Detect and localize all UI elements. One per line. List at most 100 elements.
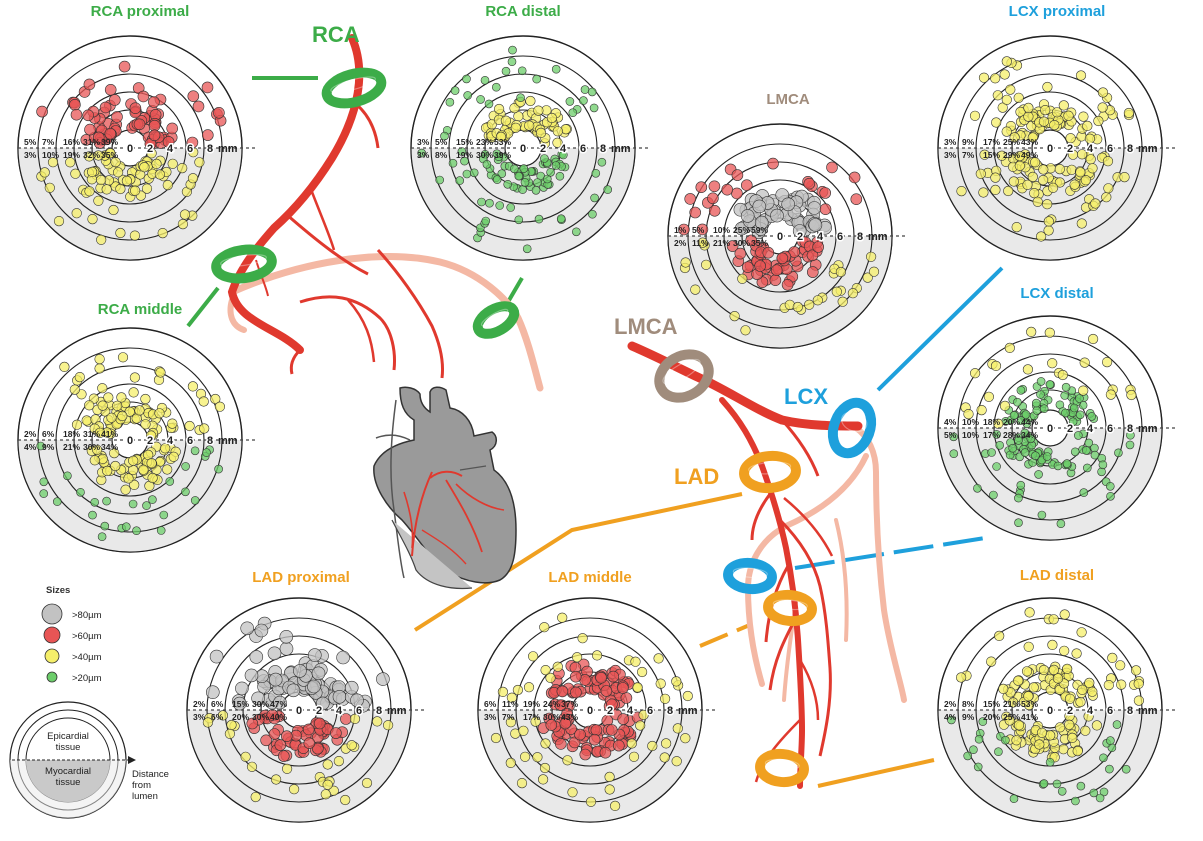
dot-yellow: [955, 672, 967, 683]
pct-bottom: 20%: [983, 712, 1000, 722]
dot-yellow: [659, 693, 671, 704]
vessel-ring-marker: [472, 301, 520, 339]
dot-yellow: [44, 182, 55, 193]
dot-yellow: [102, 465, 113, 477]
dot-yellow: [1026, 326, 1037, 338]
dot-yellow: [983, 391, 995, 402]
dot-red: [554, 699, 567, 712]
dot-yellow: [1072, 745, 1083, 757]
dot-green: [142, 501, 151, 510]
dot-green: [568, 108, 578, 117]
dot-yellow: [47, 157, 59, 168]
dot-green: [1026, 434, 1036, 444]
dot-yellow: [139, 162, 150, 173]
dot-yellow: [1049, 119, 1060, 131]
tick-label: 0: [127, 143, 133, 155]
dot-yellow: [994, 630, 1005, 642]
panel-title: LAD middle: [548, 569, 631, 586]
pct-bottom: 9%: [42, 442, 55, 452]
dot-yellow: [240, 751, 251, 762]
dot-yellow: [1047, 358, 1058, 369]
dot-yellow: [202, 717, 213, 728]
dot-yellow: [1001, 56, 1012, 67]
dot-yellow: [518, 725, 529, 736]
dot-yellow: [1003, 185, 1014, 197]
dot-red: [70, 108, 83, 121]
dot-green: [973, 762, 983, 772]
dot-gray: [209, 649, 224, 664]
dot-yellow: [117, 352, 129, 363]
panel-title: LAD distal: [1020, 567, 1094, 584]
dot-red: [590, 724, 603, 737]
pct-bottom: 30%: [83, 442, 100, 452]
dot-green: [1070, 447, 1080, 457]
dot-yellow: [160, 443, 171, 454]
dot-green: [1053, 461, 1063, 471]
dot-yellow: [847, 288, 859, 299]
dot-gray: [267, 646, 282, 661]
pct-bottom: 43%: [561, 712, 578, 722]
dot-yellow: [167, 418, 178, 429]
dot-green: [1060, 391, 1069, 400]
dot-yellow: [497, 686, 509, 698]
pct-top: 30%: [252, 699, 269, 709]
pct-top: 47%: [270, 699, 287, 709]
dot-green: [156, 526, 166, 535]
dot-yellow: [120, 484, 131, 495]
tick-label: 4: [1087, 423, 1094, 435]
dot-green: [1082, 446, 1091, 455]
dot-yellow: [1008, 697, 1019, 708]
dot-yellow: [129, 372, 140, 383]
dot-red: [302, 723, 315, 736]
particle-dots: [490, 612, 693, 812]
dot-yellow: [505, 757, 516, 769]
dot-red: [99, 101, 112, 114]
dot-yellow: [289, 784, 300, 795]
dot-green: [1105, 764, 1114, 774]
pct-top: 15%: [456, 137, 473, 147]
dot-green: [540, 154, 549, 163]
dot-yellow: [1075, 167, 1086, 178]
dot-yellow: [523, 682, 535, 693]
dot-red: [756, 276, 769, 289]
dot-red: [84, 123, 96, 136]
dot-red: [769, 274, 782, 287]
dot-yellow: [996, 150, 1008, 161]
pct-bottom: 17%: [523, 712, 540, 722]
dot-green: [1014, 493, 1023, 503]
pct-bottom: 34%: [101, 442, 118, 452]
dot-yellow: [626, 738, 637, 749]
dot-yellow: [567, 787, 578, 798]
pct-bottom: 9%: [962, 712, 975, 722]
pct-bottom: 29%: [1003, 150, 1020, 160]
dot-yellow: [146, 458, 157, 469]
dot-green: [973, 483, 982, 493]
dot-yellow: [226, 719, 237, 731]
dot-yellow: [1103, 183, 1114, 194]
dot-yellow: [346, 740, 357, 751]
dot-red: [762, 246, 775, 259]
dot-gray: [781, 197, 796, 212]
dot-yellow: [527, 651, 539, 662]
dot-gray: [311, 666, 326, 681]
dot-green: [1106, 736, 1115, 745]
dot-green: [445, 97, 455, 107]
dot-red: [148, 96, 160, 108]
tick-label: 6: [187, 143, 193, 155]
dot-yellow: [1069, 179, 1080, 190]
panel-title: LCX proximal: [1009, 3, 1106, 20]
dot-yellow: [979, 149, 990, 160]
dot-yellow: [121, 175, 132, 186]
pct-top: 17%: [983, 137, 1000, 147]
pct-top: 3%: [944, 137, 957, 147]
dot-yellow: [95, 174, 107, 186]
pct-top: 3%: [417, 137, 430, 147]
dot-yellow: [1040, 104, 1051, 116]
dot-green: [190, 496, 200, 505]
dot-green: [565, 97, 575, 106]
dot-yellow: [94, 354, 105, 365]
pct-top: 4%: [944, 417, 957, 427]
dot-red: [202, 129, 214, 141]
tick-label: 6: [580, 143, 586, 155]
